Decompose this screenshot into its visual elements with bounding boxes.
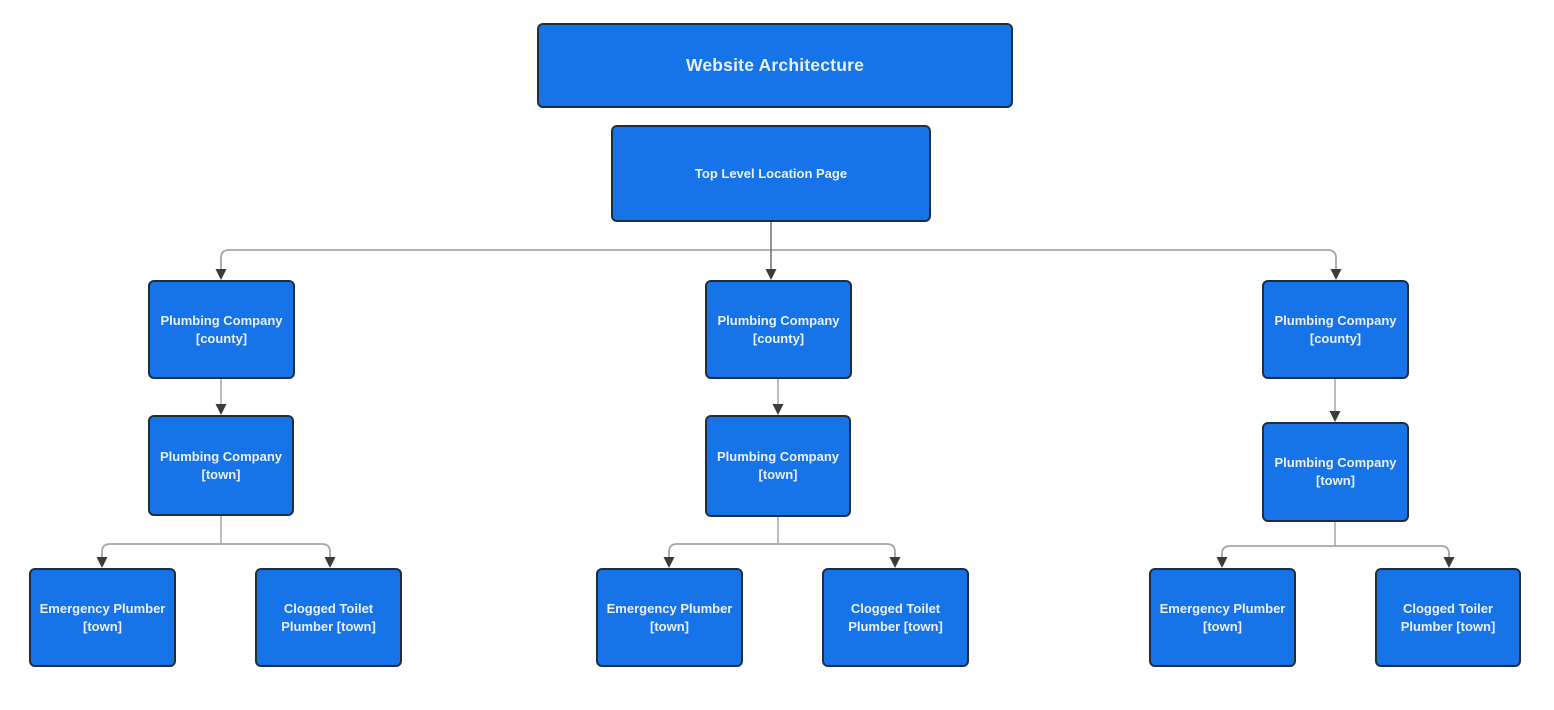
node-plumbing-company-town-3[interactable]: Plumbing Company [town] [1262,422,1409,522]
node-label: Plumbing Company [town] [1274,455,1397,488]
connector-line [1221,545,1450,559]
node-plumbing-company-county-3[interactable]: Plumbing Company [county] [1262,280,1409,379]
node-label: Website Architecture [685,54,865,75]
connector-line [220,249,1337,271]
arrowhead [1443,557,1455,568]
node-label: Emergency Plumber [town] [39,600,166,634]
node-plumbing-company-town-1[interactable]: Plumbing Company [town] [148,415,294,516]
node-website-architecture[interactable]: Website Architecture [537,23,1013,108]
arrowhead [215,269,227,280]
node-emergency-plumber-1[interactable]: Emergency Plumber [town] [29,568,176,667]
node-clogged-toiler-plumber-3[interactable]: Clogged Toiler Plumber [town] [1375,568,1521,667]
node-label: Plumbing Company [county] [1274,312,1397,346]
node-label: Clogged Toilet Plumber [town] [281,600,376,634]
node-label: Emergency Plumber [town] [1159,600,1286,634]
connector-line [668,543,896,559]
node-label: Plumbing Company [town] [716,449,840,482]
node-label: Top Level Location Page [694,165,848,181]
node-emergency-plumber-3[interactable]: Emergency Plumber [town] [1149,568,1296,667]
node-plumbing-company-county-2[interactable]: Plumbing Company [county] [705,280,852,379]
node-label: Plumbing Company [county] [717,312,840,346]
node-emergency-plumber-2[interactable]: Emergency Plumber [town] [596,568,743,667]
arrowhead [1216,557,1228,568]
arrowhead [215,404,227,415]
node-plumbing-company-town-2[interactable]: Plumbing Company [town] [705,415,851,517]
node-label: Clogged Toilet Plumber [town] [848,600,943,634]
arrowhead [663,557,675,568]
arrowhead [96,557,108,568]
node-top-level-location-page[interactable]: Top Level Location Page [611,125,931,222]
arrowhead [765,269,777,280]
node-label: Plumbing Company [county] [160,312,283,346]
arrowhead [1329,411,1341,422]
arrowhead [889,557,901,568]
node-label: Clogged Toiler Plumber [town] [1400,600,1496,634]
node-label: Emergency Plumber [town] [606,600,733,634]
arrowhead [324,557,336,568]
node-plumbing-company-county-1[interactable]: Plumbing Company [county] [148,280,295,379]
connector-line [101,543,331,559]
arrowhead [1330,269,1342,280]
node-label: Plumbing Company [town] [159,448,283,482]
node-clogged-toilet-plumber-1[interactable]: Clogged Toilet Plumber [town] [255,568,402,667]
node-clogged-toilet-plumber-2[interactable]: Clogged Toilet Plumber [town] [822,568,969,667]
arrowhead [772,404,784,415]
